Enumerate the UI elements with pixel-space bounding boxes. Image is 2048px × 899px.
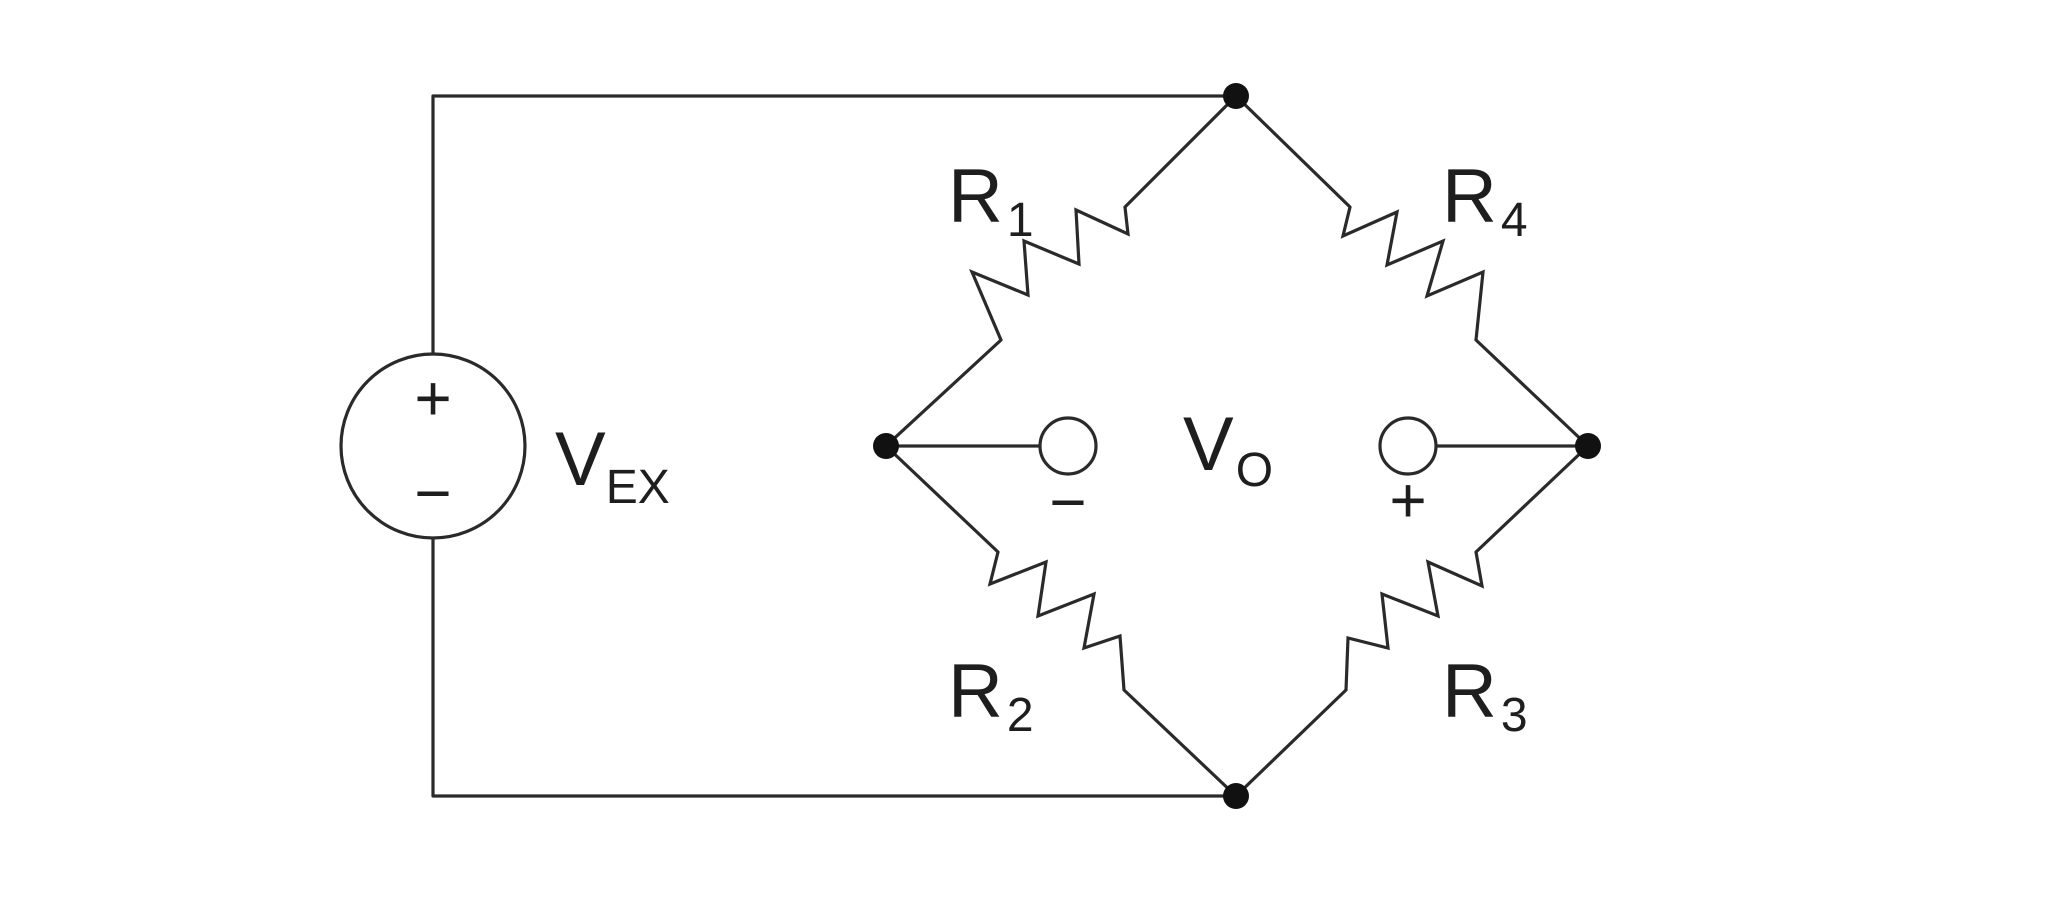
source-plus-sign: + [414, 362, 451, 434]
voltage-source-circle [339, 352, 527, 540]
r3-lead-top [1474, 444, 1590, 554]
resistor-r4: R4 [1234, 94, 1590, 448]
r1-lead-bottom [884, 338, 1003, 448]
r4-label: R4 [1442, 154, 1528, 247]
positive-output-terminal [1378, 416, 1438, 476]
r3-zigzag [1344, 551, 1485, 691]
bottom-node [1223, 783, 1249, 809]
r4-label-sub: 4 [1501, 194, 1528, 247]
r4-lead-top [1234, 94, 1352, 209]
r2-lead-top [884, 444, 1000, 554]
r1-label-sub: 1 [1007, 194, 1034, 247]
right-node [1575, 433, 1601, 459]
r1-zigzag [968, 206, 1130, 341]
resistor-r1: R1 [884, 94, 1238, 448]
r4-label-main: R [1442, 154, 1497, 239]
source-label: VEX [555, 417, 670, 514]
r1-label-main: R [948, 154, 1003, 239]
r2-label-sub: 2 [1007, 689, 1034, 742]
output-terminals: − + VO [884, 402, 1590, 538]
output-label-sub: O [1236, 444, 1273, 497]
r3-label-main: R [1442, 649, 1497, 734]
r4-zigzag [1340, 206, 1485, 341]
r2-zigzag [987, 551, 1126, 691]
output-label-main: V [1183, 402, 1234, 487]
top-wire [431, 94, 1238, 355]
source-label-sub: EX [606, 461, 670, 514]
positive-output-sign: + [1389, 464, 1426, 536]
r4-lead-bottom [1474, 338, 1590, 448]
r2-label: R2 [948, 649, 1034, 742]
negative-output-sign: − [1049, 466, 1086, 538]
top-node [1223, 83, 1249, 109]
r3-label-sub: 3 [1501, 689, 1528, 742]
source-label-main: V [555, 417, 606, 502]
output-voltage-label: VO [1183, 402, 1273, 497]
r3-label: R3 [1442, 649, 1528, 742]
r2-lead-bottom [1122, 688, 1238, 798]
resistor-r2: R2 [884, 444, 1238, 798]
junction-nodes [873, 83, 1601, 809]
r2-label-main: R [948, 649, 1003, 734]
voltage-source: + − VEX [339, 352, 670, 540]
r1-label: R1 [948, 154, 1034, 247]
r1-lead-top [1123, 94, 1238, 209]
resistor-r3: R3 [1234, 444, 1590, 798]
negative-output-terminal [1038, 416, 1098, 476]
excitation-wiring [431, 94, 1238, 798]
bottom-wire [431, 538, 1238, 798]
source-minus-sign: − [414, 457, 451, 529]
r3-lead-bottom [1234, 688, 1348, 798]
left-node [873, 433, 899, 459]
